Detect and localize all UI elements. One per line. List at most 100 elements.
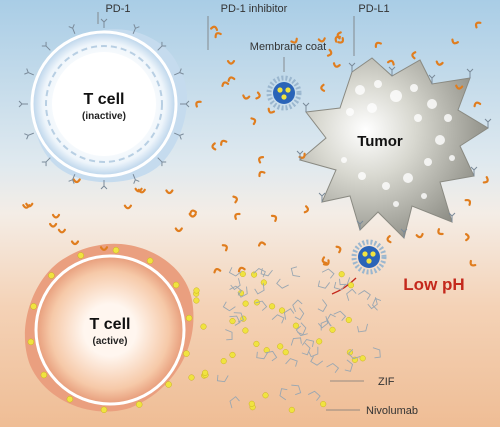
zif-fragment [229,315,241,326]
bound-nivolumab [30,303,37,310]
inhibitor-molecule [437,228,444,236]
bound-nivolumab [40,371,48,379]
nivolumab-antibody [288,406,295,413]
inhibitor-molecule [321,256,328,265]
nivolumab-antibody [262,392,269,399]
inhibitor-molecule [335,245,342,254]
pdl1-ligand [302,102,310,112]
zif-fragment [254,283,265,295]
tumor-texture [341,80,455,207]
inhibitor-molecule [221,244,228,252]
inhibitor-molecule [214,32,222,39]
pdl1-ligand [470,166,478,176]
zif-fragment [292,299,303,312]
inhibitor-molecule [137,188,146,194]
nivolumab-label: Nivolumab [366,405,418,417]
pd1-receptor [157,41,167,51]
pd1-receptor [180,100,190,108]
zif-fragment [260,268,273,277]
inhibitor-molecule [386,59,395,66]
pd1-receptor [24,132,34,140]
inhibitor-molecule [213,267,222,274]
inhibitor-molecule [221,81,230,88]
zif-fragment [339,277,351,286]
zif-fragment [333,281,347,291]
pd1-inhibitor-label: PD-1 inhibitor [221,3,288,15]
nivolumab-antibody [345,316,352,324]
zif-fragment [301,339,315,348]
nivolumab-antibody [282,349,289,356]
zif-fragment [265,350,278,362]
bound-nivolumab [77,252,85,259]
inhibitor-molecule [326,48,333,57]
pd1-receptor [132,174,140,184]
inhibitor-molecule [303,205,309,214]
bound-nivolumab [27,338,35,346]
inhibitor-molecule [374,41,382,49]
low-ph-label: Low pH [403,275,464,294]
zif-fragment [290,266,301,278]
inhibitor-molecule [232,195,238,204]
pdl1-ligand [296,150,304,160]
bound-nivolumab [112,246,120,254]
zif-fragment [271,314,285,324]
t-cell-active-state: (active) [92,336,127,347]
zif-fragment [317,299,328,313]
inhibitor-molecule [255,91,261,100]
inhibitor-molecule [234,212,241,220]
inhibitor-molecule [99,246,109,251]
inhibitor-molecule [258,156,265,164]
zif-fragment [256,351,269,360]
zif-label: ZIF [378,376,395,388]
inhibitor-molecule [317,37,326,43]
pd1-receptor [18,100,28,108]
bound-nivolumab [165,381,172,388]
inhibitor-molecule [334,35,342,43]
inhibitor-molecule [320,83,326,92]
inhibitor-molecule [242,94,251,100]
zif-fragment [276,278,289,289]
nivolumab-antibody [320,401,327,408]
zif-fragment [321,268,335,279]
zif-fragment [326,362,340,374]
zif-fragment [333,310,347,321]
zif-fragment [225,329,233,341]
zif-fragment [372,347,381,359]
inhibitor-molecule [189,209,198,215]
bound-nivolumab [185,314,193,322]
zif-fragment [229,285,243,296]
inhibitor-molecule [165,189,174,195]
pdl1-ligand [348,62,356,72]
inhibitor-molecule [226,59,236,65]
zif-fragment [317,280,331,289]
pdl1-ligand [428,74,436,84]
zif-fragment [228,267,242,277]
pd1-receptor [174,68,184,76]
pdl1-label: PD-L1 [358,3,389,15]
pd1-receptor [24,68,34,76]
pdl1-ligand [318,192,326,202]
inhibitor-molecule [455,84,464,90]
pd1-receptor [100,18,108,28]
bound-nivolumab [135,401,143,408]
inhibitor-molecule [474,21,482,29]
inhibitor-molecule [270,214,278,223]
zif-fragment [216,374,229,383]
t-cell-inactive-title: T cell [84,91,125,108]
inhibitor-molecule [464,233,470,242]
zif-fragment [357,323,368,333]
bound-nivolumab [172,281,180,289]
nivolumab-antibody [292,322,299,329]
nivolumab-antibody [316,338,323,345]
pd1-receptor [132,24,140,34]
inhibitor-molecule [473,101,482,108]
inhibitor-molecule [48,222,58,228]
inhibitor-molecule [415,232,424,239]
inhibitor-molecule [188,212,197,218]
inhibitor-molecule [332,62,341,68]
inhibitor-molecule [195,100,202,108]
bound-nivolumab [66,395,74,403]
tumor-label: Tumor [357,133,403,150]
particle-layer [18,18,492,414]
